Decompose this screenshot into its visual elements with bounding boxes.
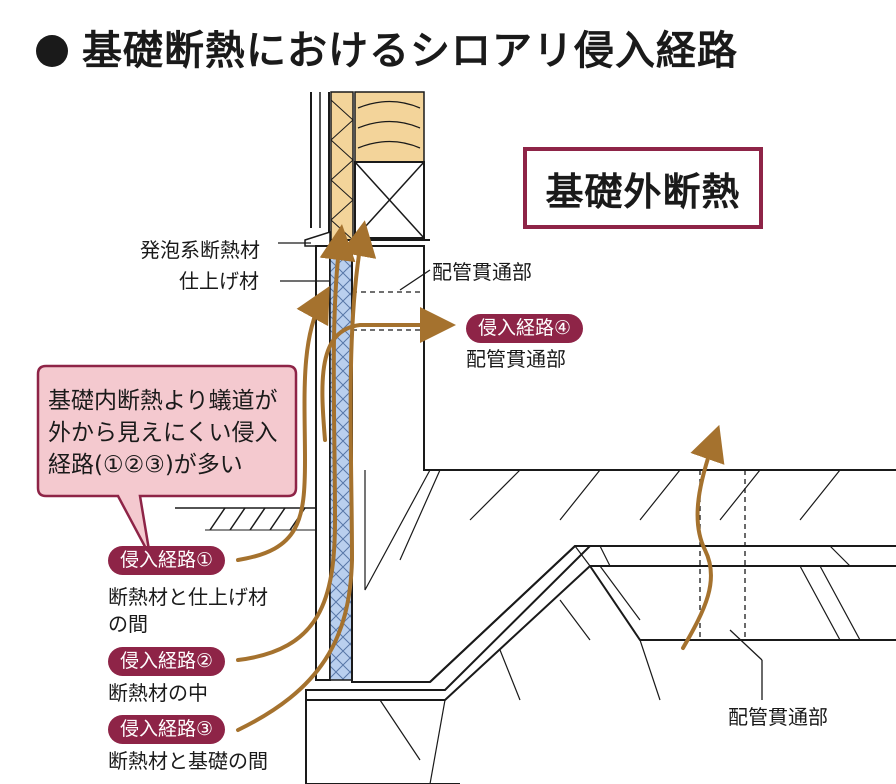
route-3-desc: 断熱材と基礎の間	[108, 748, 268, 775]
foundation-wall	[305, 245, 896, 681]
route-2-desc-line: 断熱材の中	[108, 681, 208, 705]
route-1-desc-line: の間	[108, 612, 148, 636]
route-2-desc: 断熱材の中	[108, 680, 208, 707]
route-1-desc-line: 断熱材と仕上げ材	[108, 585, 268, 609]
callout-line: 外から見えにくい侵入	[48, 420, 278, 446]
callout-text: 基礎内断熱より蟻道が 外から見えにくい侵入 経路(①②③)が多い	[48, 385, 298, 481]
route-4-arrow	[320, 307, 456, 442]
pipe-route-arrow	[681, 424, 725, 650]
route-3-badge: 侵入経路③	[108, 715, 226, 744]
route-4-desc: 配管貫通部	[466, 346, 566, 373]
route-3-desc-line: 断熱材と基礎の間	[108, 749, 268, 773]
route-3-arrow	[236, 220, 377, 732]
callout-line: 基礎内断熱より蟻道が	[48, 388, 278, 414]
bullet-icon	[36, 35, 68, 67]
route-1-badge: 侵入経路①	[108, 546, 226, 575]
upper-wall	[304, 91, 430, 247]
callout-box	[36, 364, 298, 557]
ground	[175, 507, 316, 531]
title-text: 基礎断熱におけるシロアリ侵入経路	[82, 28, 738, 74]
route-2-badge: 侵入経路②	[108, 647, 226, 676]
route-4-desc-line: 配管貫通部	[466, 347, 566, 371]
page-title: 基礎断熱におけるシロアリ侵入経路	[36, 18, 738, 76]
route-2-arrow	[236, 224, 356, 662]
callout-line: 経路(①②③)が多い	[48, 452, 243, 478]
pipe-pass-label-bottom: 配管貫通部	[728, 705, 828, 729]
method-label: 基礎外断熱	[523, 147, 763, 229]
route-4-badge: 侵入経路④	[466, 314, 584, 343]
route-1-arrow	[236, 285, 330, 562]
route-1-desc: 断熱材と仕上げ材 の間	[108, 584, 268, 638]
pipe-pass-label-top: 配管貫通部	[432, 260, 532, 284]
foundation-slab	[305, 469, 896, 784]
leader-lines	[278, 242, 763, 700]
finish-material-label: 仕上げ材	[179, 269, 259, 293]
route-arrows	[236, 220, 725, 732]
foam-insulation-label: 発泡系断熱材	[140, 238, 260, 262]
